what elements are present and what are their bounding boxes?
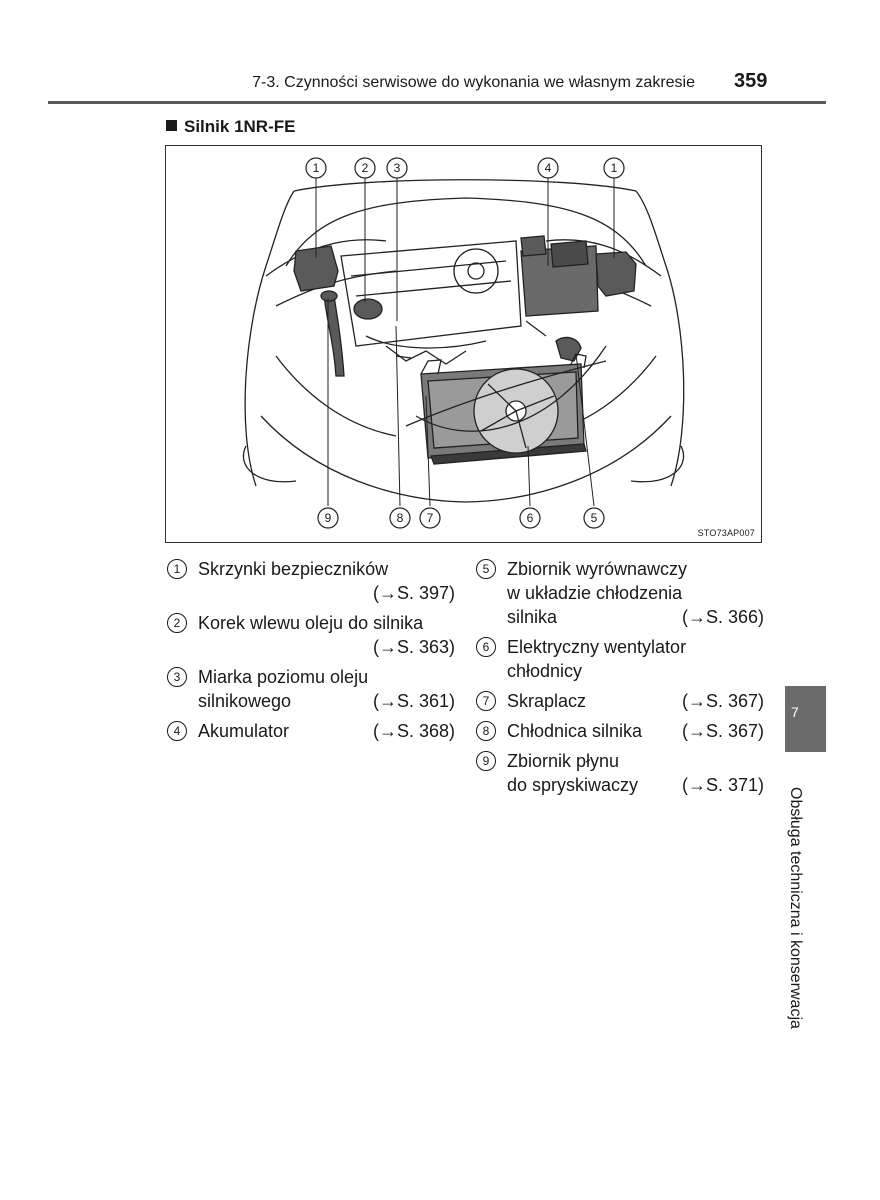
legend-item: 4 Akumulator (→S. 368): [167, 719, 455, 743]
page-reference: (→S. 397): [372, 583, 455, 603]
legend-number-badge: 5: [476, 559, 496, 579]
legend-text: silnikowego: [198, 691, 292, 711]
chapter-title-vertical: Obsługa techniczna i konserwacja: [787, 787, 804, 1029]
section-heading-text: Silnik 1NR-FE: [184, 117, 296, 136]
legend-text: Zbiornik wyrównawczy: [507, 559, 688, 579]
legend-text: Miarka poziomu oleju: [198, 667, 369, 687]
legend-text: Zbiornik płynu: [507, 751, 620, 771]
legend-number-badge: 3: [167, 667, 187, 687]
legend-number-badge: 6: [476, 637, 496, 657]
engine-bay-figure: 1 2 3 4 1 9 8 7 6 5 STO73AP007: [165, 145, 762, 543]
legend-number-badge: 7: [476, 691, 496, 711]
legend-number-badge: 1: [167, 559, 187, 579]
legend-number-badge: 2: [167, 613, 187, 633]
legend-text: do spryskiwaczy: [507, 775, 639, 795]
section-heading: Silnik 1NR-FE: [166, 117, 295, 137]
page-reference: (→S. 361): [372, 691, 455, 711]
legend-item: 9 Zbiornik płynu do spryskiwaczy (→S. 371): [476, 749, 764, 797]
legend-number-badge: 8: [476, 721, 496, 741]
legend-left-column: 1 Skrzynki bezpieczników (→S. 397) 2 Korek w…: [167, 557, 455, 749]
legend-text: chłodnicy: [507, 661, 583, 681]
callout-bottom-3: 7: [427, 511, 434, 525]
page-reference: (→S. 367): [681, 691, 764, 711]
figure-code: STO73AP007: [697, 528, 755, 538]
page-reference: (→S. 363): [372, 637, 455, 657]
legend-text: Akumulator: [198, 721, 290, 741]
legend-text: Skraplacz: [507, 691, 587, 711]
legend-text: Elektryczny wentylator: [507, 637, 687, 657]
engine-bay-illustration: 1 2 3 4 1 9 8 7 6 5: [242, 157, 685, 529]
callout-top-2: 2: [362, 161, 369, 175]
legend-item: 3 Miarka poziomu oleju silnikowego (→S. 361…: [167, 665, 455, 713]
legend-item: 1 Skrzynki bezpieczników (→S. 397): [167, 557, 455, 605]
legend-item: 7 Skraplacz (→S. 367): [476, 689, 764, 713]
legend-text: w układzie chłodzenia: [507, 583, 683, 603]
page-reference: (→S. 366): [681, 607, 764, 627]
square-bullet-icon: [166, 120, 177, 131]
callout-bottom-1: 9: [325, 511, 332, 525]
callout-bottom-5: 5: [591, 511, 598, 525]
header-section-title: 7-3. Czynności serwisowe do wykonania we…: [252, 74, 695, 91]
page-reference: (→S. 368): [372, 721, 455, 741]
legend-number-badge: 4: [167, 721, 187, 741]
legend-text: Chłodnica silnika: [507, 721, 643, 741]
chapter-number: 7: [791, 704, 799, 720]
legend-item: 8 Chłodnica silnika (→S. 367): [476, 719, 764, 743]
callout-bottom-2: 8: [397, 511, 404, 525]
legend-number-badge: 9: [476, 751, 496, 771]
legend-item: 5 Zbiornik wyrównawczy w układzie chłodzen…: [476, 557, 764, 629]
legend-text: Korek wlewu oleju do silnika: [198, 613, 424, 633]
legend-item: 6 Elektryczny wentylator chłodnicy: [476, 635, 764, 683]
callout-bottom-4: 6: [527, 511, 534, 525]
legend-text: silnika: [507, 607, 558, 627]
page-reference: (→S. 367): [681, 721, 764, 741]
callout-top-1: 1: [313, 161, 320, 175]
legend-text: Skrzynki bezpieczników: [198, 559, 389, 579]
callout-top-4: 4: [545, 161, 552, 175]
callout-top-3: 3: [394, 161, 401, 175]
legend-right-column: 5 Zbiornik wyrównawczy w układzie chłodzen…: [476, 557, 764, 803]
chapter-tab: 7: [785, 686, 826, 752]
header-divider: [48, 101, 826, 104]
callout-top-5: 1: [611, 161, 618, 175]
page-reference: (→S. 371): [681, 775, 764, 795]
legend-item: 2 Korek wlewu oleju do silnika (→S. 363): [167, 611, 455, 659]
page-number: 359: [734, 70, 768, 92]
